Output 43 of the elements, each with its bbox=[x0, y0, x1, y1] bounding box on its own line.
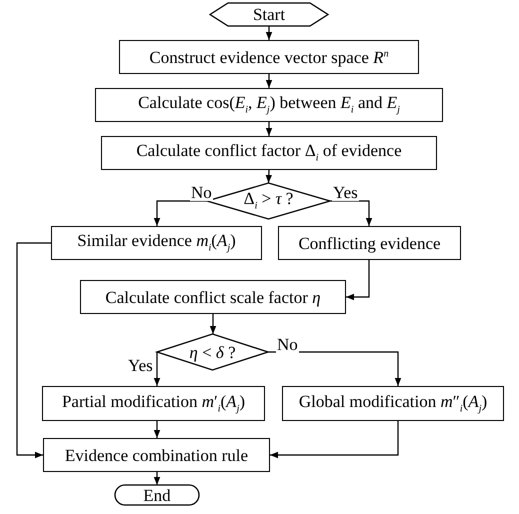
arrow bbox=[270, 421, 399, 458]
process-box bbox=[42, 386, 265, 421]
arrow bbox=[330, 200, 372, 226]
process-box bbox=[282, 386, 504, 421]
arrow bbox=[266, 170, 272, 184]
arrow bbox=[266, 122, 272, 136]
process-box bbox=[101, 136, 437, 170]
process-box bbox=[80, 280, 346, 314]
node-text: Calculate conflict scale factor η bbox=[105, 288, 321, 306]
process-box bbox=[119, 40, 419, 74]
edge-label: Yes bbox=[127, 357, 154, 374]
process-box bbox=[43, 438, 270, 472]
arrow bbox=[210, 314, 216, 334]
arrow bbox=[266, 26, 272, 40]
node-text: Partial modification m′$_{i}$(A$_{j}$) bbox=[62, 392, 246, 414]
node-text: η < δ ? bbox=[189, 344, 236, 360]
node-text: Similar evidence m$_{i}$(A$_{j}$) bbox=[77, 232, 236, 254]
arrow bbox=[266, 74, 272, 88]
node-text: Evidence combination rule bbox=[64, 446, 248, 464]
edge-label: Yes bbox=[332, 184, 359, 201]
node-text: Conflicting evidence bbox=[298, 234, 441, 252]
node-text: Calculate conflict factor Δ$_{i}$ of evidence bbox=[136, 142, 402, 164]
arrow bbox=[154, 352, 160, 386]
process-box bbox=[278, 226, 461, 260]
process-box bbox=[95, 88, 443, 122]
decision-diamond bbox=[157, 334, 268, 370]
arrow bbox=[346, 260, 370, 300]
node-text: Construct evidence vector space R$^{n}$ bbox=[149, 48, 389, 66]
arrow bbox=[154, 421, 160, 438]
node-text: Calculate cos(E$_{i}$, E$_{j}$) between E$_{i}$ and E$_{j}$ bbox=[138, 94, 400, 116]
arrow bbox=[268, 351, 402, 386]
process-box bbox=[51, 226, 262, 260]
edge-label: No bbox=[276, 336, 299, 353]
node-text: Global modification m″$_{i}$(A$_{j}$) bbox=[298, 392, 488, 414]
node-text: Δ$_{i}$ > τ ? bbox=[244, 190, 294, 212]
terminal-hexagon bbox=[210, 3, 328, 26]
terminal-stadium bbox=[115, 485, 199, 505]
edge-label: No bbox=[190, 184, 213, 201]
arrow bbox=[154, 200, 207, 226]
node-text: Start bbox=[252, 6, 286, 23]
arrow bbox=[16, 242, 51, 458]
arrow bbox=[154, 472, 160, 485]
node-text: End bbox=[143, 486, 171, 504]
